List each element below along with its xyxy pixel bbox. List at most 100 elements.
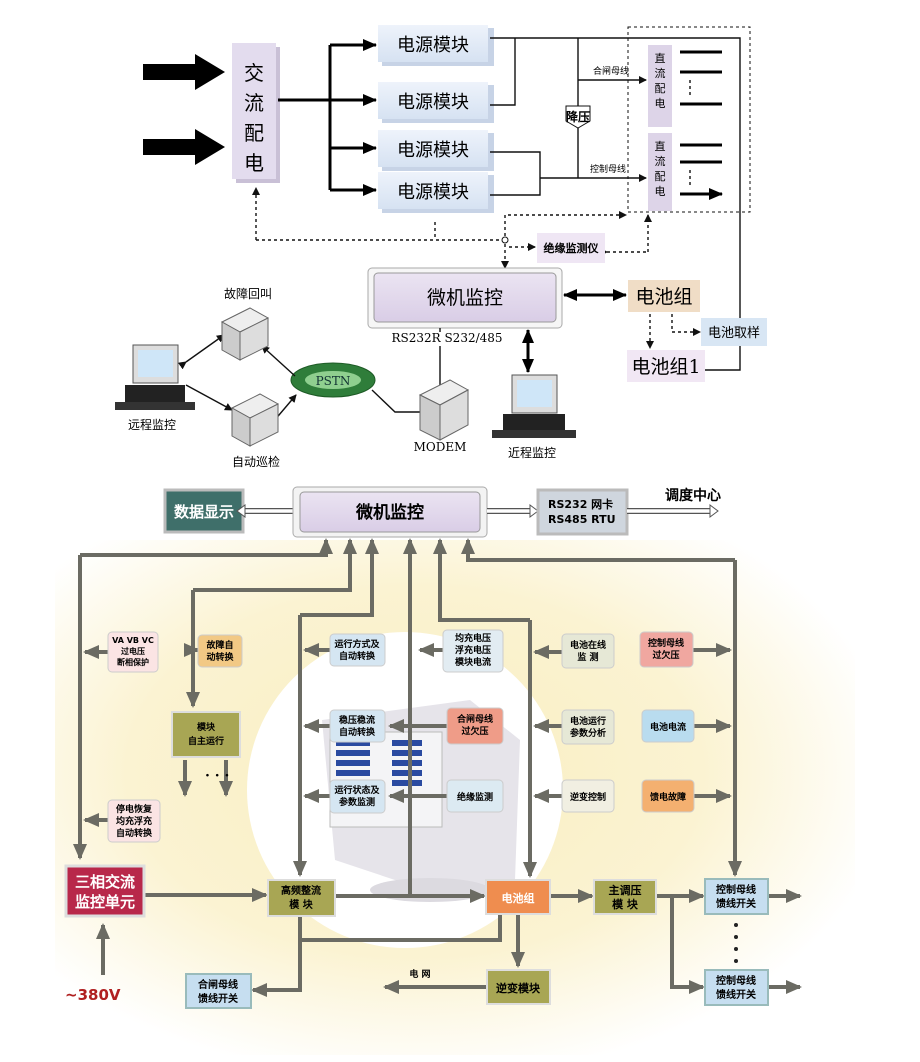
ac-distribution-box xyxy=(232,43,276,179)
signal-lines xyxy=(73,538,802,997)
charge-voltage-box: 均充电压浮充电压模块电流 xyxy=(442,629,504,673)
power-module-list: 电源模块 电源模块 电源模块 电源模块 xyxy=(378,25,494,213)
outage-recovery-box: 停电恢复均充浮充自动转换 xyxy=(107,799,161,843)
dc-distribution-label: 直流配电 xyxy=(655,139,666,198)
inverter-control-box: 逆变控制 xyxy=(561,779,615,813)
data-display-box xyxy=(163,488,245,534)
battery-label: 电池组 xyxy=(635,286,692,308)
battery-sample-box xyxy=(701,318,767,346)
battery1-label: 电池组1 xyxy=(631,356,700,378)
bottom-micro-monitor-box xyxy=(299,491,481,533)
svg-text:馈电故障: 馈电故障 xyxy=(650,791,686,803)
svg-text:稳压稳流自动转换: 稳压稳流自动转换 xyxy=(339,714,376,738)
feeder-fault-box: 馈电故障 xyxy=(641,779,695,813)
module-autonomous-box: 模块自主运行 xyxy=(171,711,241,758)
main-regulator-box: 主调压模 块 xyxy=(593,879,657,915)
svg-text:电池组: 电池组 xyxy=(502,891,535,905)
auto-patrol-device xyxy=(230,393,280,447)
ac-input-arrow xyxy=(143,129,225,165)
control-bus-label: 控制母线 xyxy=(590,163,626,175)
svg-text:控制母线过欠压: 控制母线过欠压 xyxy=(648,637,684,661)
data-display-label: 数据显示 xyxy=(174,503,234,521)
insulation-monitor-box xyxy=(537,233,605,263)
comm-interface-box xyxy=(536,488,629,536)
remote-computer-icon xyxy=(115,344,195,410)
stabilize-switch-box: 稳压稳流自动转换 xyxy=(329,709,386,743)
fault-callback-label: 故障回叫 xyxy=(224,286,272,301)
bottom-micro-monitor-label: 微机监控 xyxy=(355,502,424,523)
svg-text:均充电压浮充电压模块电流: 均充电压浮充电压模块电流 xyxy=(455,632,491,668)
power-module: 电源模块 xyxy=(378,130,494,171)
top-diagram: 交流配电 电源模块 电源模块 电源模块 电源模块 降压 合闸母线 控制母线 直流… xyxy=(115,25,767,469)
svg-text:电池在线监 测: 电池在线监 测 xyxy=(570,639,606,663)
power-module-label: 电源模块 xyxy=(397,35,469,56)
svg-text:控制母线馈线开关: 控制母线馈线开关 xyxy=(715,974,756,1001)
ctrl-feeder-switch-box: 控制母线馈线开关 xyxy=(704,878,769,915)
battery-online-box: 电池在线监 测 xyxy=(561,633,615,669)
svg-text:停电恢复均充浮充自动转换: 停电恢复均充浮充自动转换 xyxy=(116,803,153,839)
power-module: 电源模块 xyxy=(378,25,494,66)
dc-distribution-label: 直流配电 xyxy=(655,51,666,110)
close-feeder-switch-box: 合闸母线馈线开关 xyxy=(185,973,252,1009)
more-feeders-dots xyxy=(734,923,738,963)
svg-text:主调压模 块: 主调压模 块 xyxy=(609,883,642,911)
battery-current-box: 电池电流 xyxy=(641,709,695,743)
insulation-monitor-box: 绝缘监测 xyxy=(446,779,504,813)
battery-analysis-box: 电池运行参数分析 xyxy=(561,709,615,745)
svg-text:合闸母线过欠压: 合闸母线过欠压 xyxy=(457,713,493,737)
run-mode-box: 运行方式及自动转换 xyxy=(329,633,386,667)
step-down-box xyxy=(565,105,591,129)
dc-distribution-box: 直流配电 xyxy=(648,133,672,211)
local-monitor-label: 近程监控 xyxy=(508,445,556,460)
svg-text:控制母线馈线开关: 控制母线馈线开关 xyxy=(715,883,756,910)
modem-device xyxy=(418,379,470,441)
svg-text:电池电流: 电池电流 xyxy=(650,721,686,733)
power-module: 电源模块 xyxy=(378,82,494,123)
svg-text:高频整流模 块: 高频整流模 块 xyxy=(281,884,321,911)
rs-interface-label: RS232R S232/485 xyxy=(391,331,502,345)
power-module-label: 电源模块 xyxy=(397,92,469,113)
power-module: 电源模块 xyxy=(378,172,494,213)
battery-group-box: 电池组 xyxy=(485,879,551,915)
svg-text:电池运行参数分析: 电池运行参数分析 xyxy=(570,715,606,739)
modem-label: MODEM xyxy=(414,440,467,454)
svg-text:三相交流监控单元: 三相交流监控单元 xyxy=(75,873,135,911)
ac-distribution-label: 交流配电 xyxy=(244,61,264,175)
dc-distribution-group xyxy=(627,26,751,213)
svg-text:逆变模块: 逆变模块 xyxy=(496,981,541,995)
grid-label: 电 网 xyxy=(409,968,430,980)
power-module-label: 电源模块 xyxy=(397,140,469,161)
dc-distribution-box: 直流配电 xyxy=(648,45,672,127)
fault-callback-device xyxy=(220,307,270,361)
three-phase-monitor-box: 三相交流监控单元 xyxy=(64,864,146,918)
battery-sample-label: 电池取样 xyxy=(708,326,760,341)
input-voltage-label: ~380V xyxy=(65,986,121,1004)
fault-auto-switch-box: 故障自动转换 xyxy=(197,634,243,668)
insulation-monitor-label: 绝缘监测仪 xyxy=(544,241,600,255)
svg-text:运行状态及参数监测: 运行状态及参数监测 xyxy=(334,784,380,808)
svg-text:运行方式及自动转换: 运行方式及自动转换 xyxy=(334,638,380,662)
auto-patrol-label: 自动巡检 xyxy=(232,454,280,469)
ctrl-feeder-switch-box: 控制母线馈线开关 xyxy=(704,969,769,1006)
inverter-module-box: 逆变模块 xyxy=(486,969,551,1005)
rectifier-module-box: 高频整流模 块 xyxy=(267,879,336,917)
svg-text:绝缘监测: 绝缘监测 xyxy=(457,791,493,803)
micro-monitor-box xyxy=(373,272,557,323)
micro-monitor-label: 微机监控 xyxy=(427,287,503,309)
svg-text:模块自主运行: 模块自主运行 xyxy=(188,721,224,747)
ac-input-arrow xyxy=(143,54,225,90)
step-down-label: 降压 xyxy=(566,109,590,124)
battery-box xyxy=(628,280,700,312)
local-computer-icon xyxy=(492,374,576,438)
more-dots: · · · xyxy=(205,768,229,784)
run-state-box: 运行状态及参数监测 xyxy=(329,779,386,814)
power-module-label: 电源模块 xyxy=(397,182,469,203)
remote-monitor-label: 远程监控 xyxy=(128,417,176,432)
closing-bus-label: 合闸母线 xyxy=(593,65,629,77)
svg-text:合闸母线馈线开关: 合闸母线馈线开关 xyxy=(197,978,238,1005)
